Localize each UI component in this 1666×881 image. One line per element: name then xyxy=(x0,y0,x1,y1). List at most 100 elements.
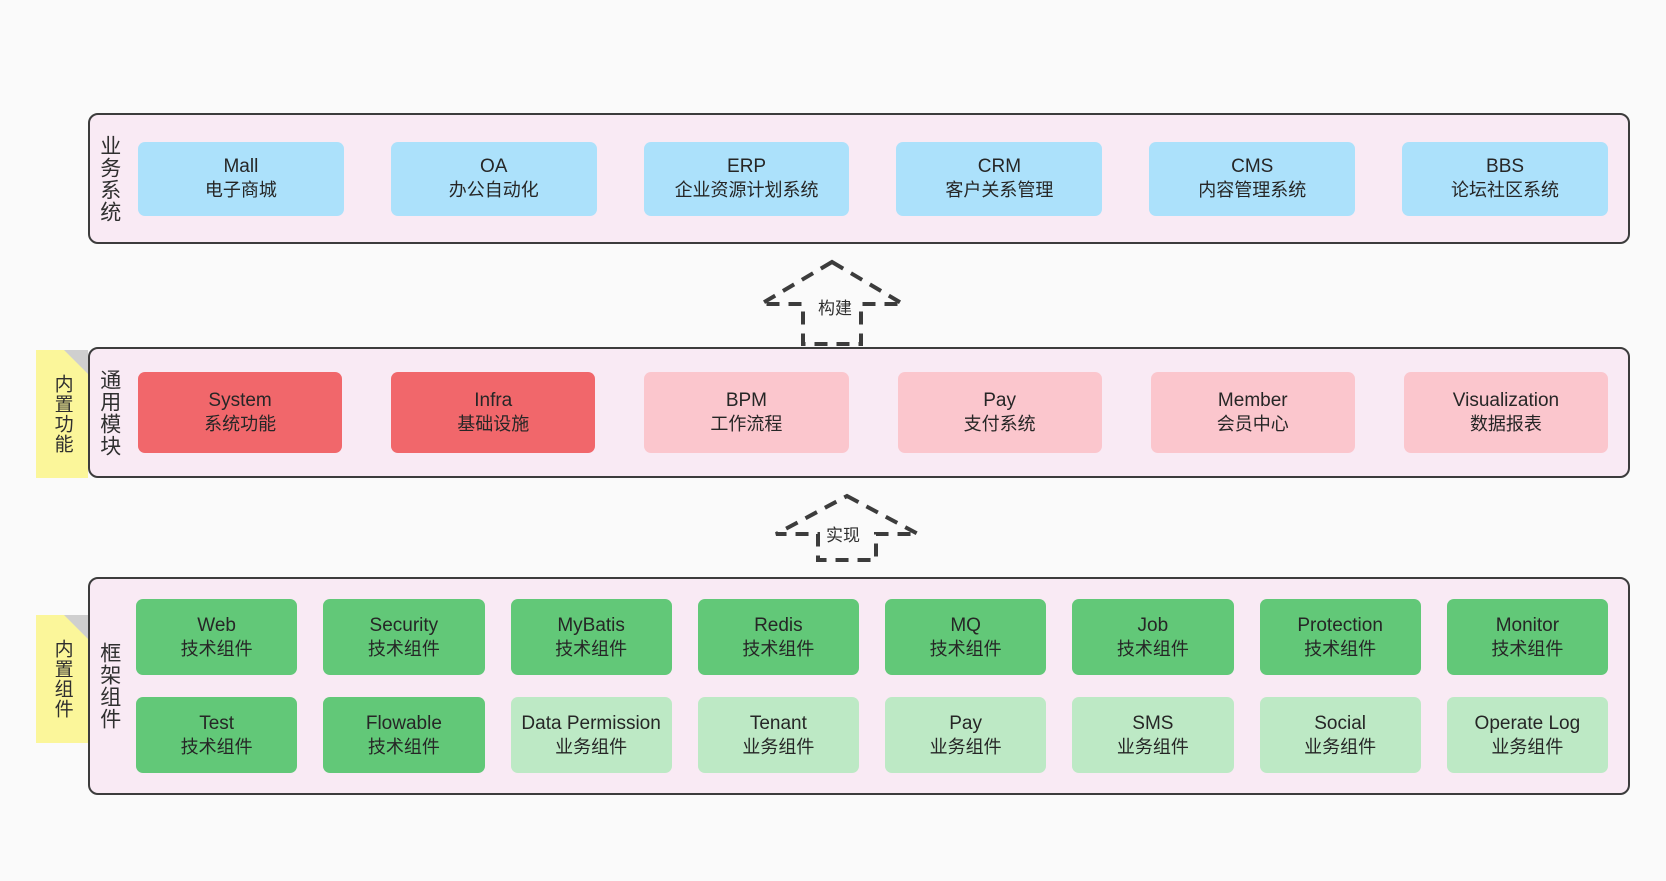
card-cms-cn: 内容管理系统 xyxy=(1198,180,1307,201)
card-monitor[interactable]: Monitor 技术组件 xyxy=(1446,599,1608,675)
card-tenant-en: Tenant xyxy=(749,712,807,734)
card-pay-component[interactable]: Pay 业务组件 xyxy=(885,697,1047,773)
card-pay-component-cn: 业务组件 xyxy=(929,736,1002,757)
card-visualization-en: Visualization xyxy=(1452,390,1560,412)
card-system-en: System xyxy=(208,390,272,412)
card-data-permission-en: Data Permission xyxy=(521,712,661,734)
frame-card-row-1: Web 技术组件 Security 技术组件 MyBatis 技术组件 Redi… xyxy=(136,599,1608,675)
layer-title-modules: 通用模块 xyxy=(97,368,121,457)
card-protection[interactable]: Protection 技术组件 xyxy=(1259,599,1421,675)
note-builtin-functions: 内置功能 xyxy=(36,350,88,478)
card-system[interactable]: System 系统功能 xyxy=(138,372,343,453)
card-bbs[interactable]: BBS 论坛社区系统 xyxy=(1402,141,1608,216)
card-data-permission[interactable]: Data Permission 业务组件 xyxy=(510,697,672,773)
card-member-cn: 会员中心 xyxy=(1216,414,1289,435)
card-erp-en: ERP xyxy=(727,156,767,178)
card-security[interactable]: Security 技术组件 xyxy=(323,599,485,675)
card-job[interactable]: Job 技术组件 xyxy=(1072,599,1234,675)
card-system-cn: 系统功能 xyxy=(204,414,277,435)
card-test[interactable]: Test 技术组件 xyxy=(136,697,298,773)
card-infra[interactable]: Infra 基础设施 xyxy=(391,372,596,453)
card-tenant-cn: 业务组件 xyxy=(742,736,815,757)
card-test-cn: 技术组件 xyxy=(180,736,253,757)
card-pay-component-en: Pay xyxy=(949,712,982,734)
card-protection-cn: 技术组件 xyxy=(1304,638,1377,659)
card-job-en: Job xyxy=(1137,614,1169,636)
card-web[interactable]: Web 技术组件 xyxy=(136,599,298,675)
card-mybatis-en: MyBatis xyxy=(557,614,625,636)
arrow-implement-icon xyxy=(775,493,919,562)
card-tenant[interactable]: Tenant 业务组件 xyxy=(697,697,859,773)
card-operate-log[interactable]: Operate Log 业务组件 xyxy=(1446,697,1608,773)
card-bpm-en: BPM xyxy=(725,390,768,412)
card-member-en: Member xyxy=(1217,390,1288,412)
layer-title-business: 业务系统 xyxy=(97,134,121,223)
arrow-implement: 实现 xyxy=(772,492,922,562)
card-operate-log-en: Operate Log xyxy=(1474,712,1581,734)
card-bpm[interactable]: BPM 工作流程 xyxy=(644,372,849,453)
layer-body-business: Mall 电子商城 OA 办公自动化 ERP 企业资源计划系统 CRM 客户关系… xyxy=(128,115,1628,242)
card-operate-log-cn: 业务组件 xyxy=(1491,736,1564,757)
card-social-en: Social xyxy=(1314,712,1366,734)
card-crm[interactable]: CRM 客户关系管理 xyxy=(896,141,1103,216)
card-sms[interactable]: SMS 业务组件 xyxy=(1072,697,1234,773)
card-member[interactable]: Member 会员中心 xyxy=(1150,372,1355,453)
card-oa[interactable]: OA 办公自动化 xyxy=(390,141,597,216)
card-flowable[interactable]: Flowable 技术组件 xyxy=(323,697,485,773)
card-sms-cn: 业务组件 xyxy=(1116,736,1189,757)
card-mall[interactable]: Mall 电子商城 xyxy=(138,141,344,216)
card-mq-en: MQ xyxy=(950,614,981,636)
arrow-build-icon xyxy=(753,259,911,346)
card-visualization-cn: 数据报表 xyxy=(1469,414,1542,435)
card-monitor-en: Monitor xyxy=(1495,614,1560,636)
card-erp[interactable]: ERP 企业资源计划系统 xyxy=(643,141,850,216)
card-protection-en: Protection xyxy=(1297,614,1383,636)
card-security-cn: 技术组件 xyxy=(367,638,440,659)
card-mall-cn: 电子商城 xyxy=(204,180,277,201)
card-pay-module-en: Pay xyxy=(983,390,1016,412)
arrow-build-label: 构建 xyxy=(816,294,854,319)
card-social[interactable]: Social 业务组件 xyxy=(1259,697,1421,773)
card-redis-cn: 技术组件 xyxy=(742,638,815,659)
card-pay-module-cn: 支付系统 xyxy=(963,414,1036,435)
card-sms-en: SMS xyxy=(1132,712,1174,734)
note-fold-icon xyxy=(64,350,88,374)
card-data-permission-cn: 业务组件 xyxy=(555,736,628,757)
card-social-cn: 业务组件 xyxy=(1304,736,1377,757)
card-redis[interactable]: Redis 技术组件 xyxy=(697,599,859,675)
card-mybatis-cn: 技术组件 xyxy=(555,638,628,659)
card-crm-en: CRM xyxy=(977,156,1022,178)
layer-common-modules: 通用模块 System 系统功能 Infra 基础设施 BPM 工作流程 Pay xyxy=(88,347,1630,478)
arrow-implement-label: 实现 xyxy=(824,521,862,546)
card-mq[interactable]: MQ 技术组件 xyxy=(885,599,1047,675)
card-cms-en: CMS xyxy=(1231,156,1274,178)
card-job-cn: 技术组件 xyxy=(1116,638,1189,659)
card-web-en: Web xyxy=(197,614,236,636)
arrow-build: 构建 xyxy=(753,258,911,346)
card-cms[interactable]: CMS 内容管理系统 xyxy=(1149,141,1356,216)
card-redis-en: Redis xyxy=(754,614,803,636)
card-mq-cn: 技术组件 xyxy=(929,638,1002,659)
card-bbs-cn: 论坛社区系统 xyxy=(1451,180,1560,201)
card-crm-cn: 客户关系管理 xyxy=(945,180,1054,201)
card-mybatis[interactable]: MyBatis 技术组件 xyxy=(510,599,672,675)
card-oa-en: OA xyxy=(480,156,508,178)
note-builtin-functions-label: 内置功能 xyxy=(51,374,73,454)
card-bpm-cn: 工作流程 xyxy=(710,414,783,435)
modules-card-row: System 系统功能 Infra 基础设施 BPM 工作流程 Pay 支付系统… xyxy=(138,372,1609,453)
note-builtin-components-label: 内置组件 xyxy=(51,639,73,719)
card-security-en: Security xyxy=(369,614,439,636)
card-visualization[interactable]: Visualization 数据报表 xyxy=(1403,372,1609,453)
business-card-row: Mall 电子商城 OA 办公自动化 ERP 企业资源计划系统 CRM 客户关系… xyxy=(138,141,1608,216)
layer-framework-components: 框架组件 Web 技术组件 Security 技术组件 MyBatis 技术组件… xyxy=(88,577,1630,795)
layer-business-systems: 业务系统 Mall 电子商城 OA 办公自动化 ERP 企业资源计划系统 CRM xyxy=(88,113,1630,244)
card-erp-cn: 企业资源计划系统 xyxy=(674,180,819,201)
card-pay-module[interactable]: Pay 支付系统 xyxy=(897,372,1102,453)
card-flowable-en: Flowable xyxy=(365,712,442,734)
layer-body-modules: System 系统功能 Infra 基础设施 BPM 工作流程 Pay 支付系统… xyxy=(128,349,1628,476)
card-infra-cn: 基础设施 xyxy=(457,414,530,435)
card-oa-cn: 办公自动化 xyxy=(448,180,539,201)
card-infra-en: Infra xyxy=(474,390,513,412)
note-builtin-components: 内置组件 xyxy=(36,615,88,743)
